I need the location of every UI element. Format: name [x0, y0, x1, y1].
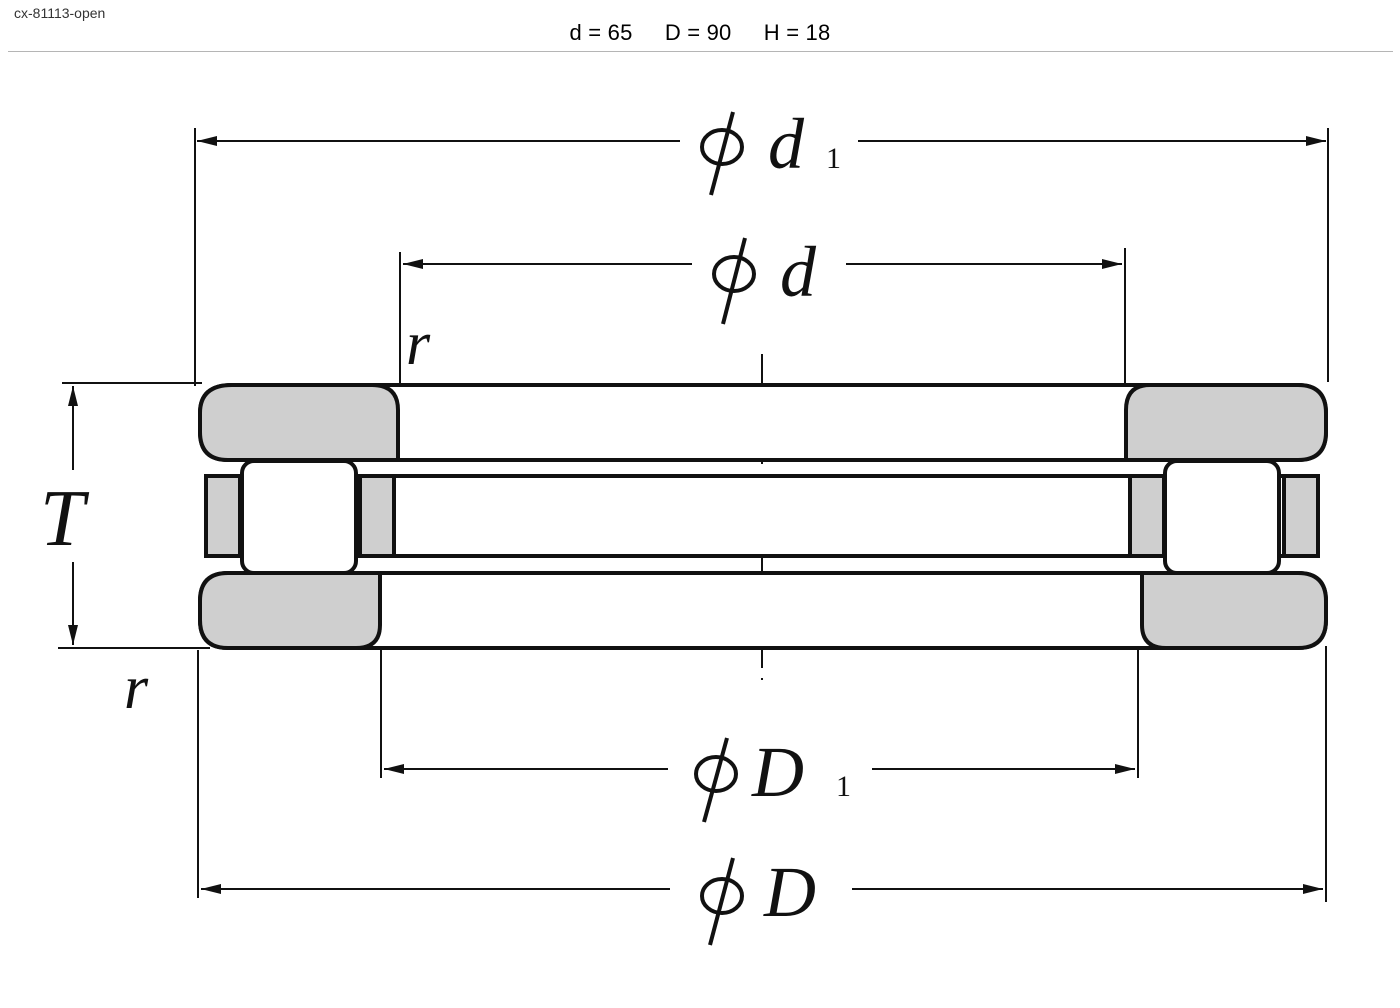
r-top-symbol: r	[406, 310, 431, 378]
outer-diameter-value: D = 90	[664, 20, 732, 45]
dimension-lines	[68, 136, 1326, 894]
phi-symbol-icon	[712, 237, 756, 325]
phi-symbol-icon	[694, 737, 738, 823]
D-symbol: D	[763, 852, 816, 932]
D1-subscript: 1	[836, 770, 851, 803]
lower-washer	[198, 571, 1328, 650]
label-d1: d 1	[700, 104, 841, 196]
left-roller	[240, 459, 358, 575]
roller-cage	[204, 474, 1320, 558]
upper-washer	[198, 383, 1328, 462]
part-id-label: cx-81113-open	[14, 5, 106, 21]
label-D: D	[700, 852, 816, 946]
phi-symbol-icon	[700, 857, 744, 946]
phi-symbol-icon	[700, 111, 744, 196]
bore-diameter-value: d = 65	[569, 20, 633, 45]
dimension-summary: d = 65 D = 90 H = 18	[0, 20, 1400, 46]
header-divider	[8, 51, 1393, 52]
right-roller	[1163, 459, 1281, 575]
d1-symbol: d	[768, 104, 805, 184]
label-D1: D 1	[694, 732, 851, 823]
r-bottom-symbol: r	[124, 654, 149, 722]
label-d: d	[712, 232, 817, 325]
d1-subscript: 1	[826, 142, 841, 175]
T-symbol: T	[40, 475, 90, 563]
extension-lines	[58, 128, 1329, 902]
height-value: H = 18	[763, 20, 831, 45]
d-symbol: d	[780, 232, 817, 312]
D1-symbol: D	[751, 732, 804, 812]
